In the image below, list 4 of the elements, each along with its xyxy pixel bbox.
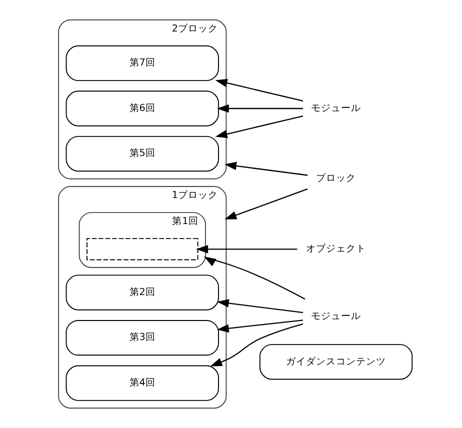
- node-text: モジュール: [310, 102, 361, 114]
- node-text: オブジェクト: [306, 244, 366, 255]
- node-text: モジュール: [310, 311, 361, 322]
- node-text: ブロック: [316, 173, 356, 184]
